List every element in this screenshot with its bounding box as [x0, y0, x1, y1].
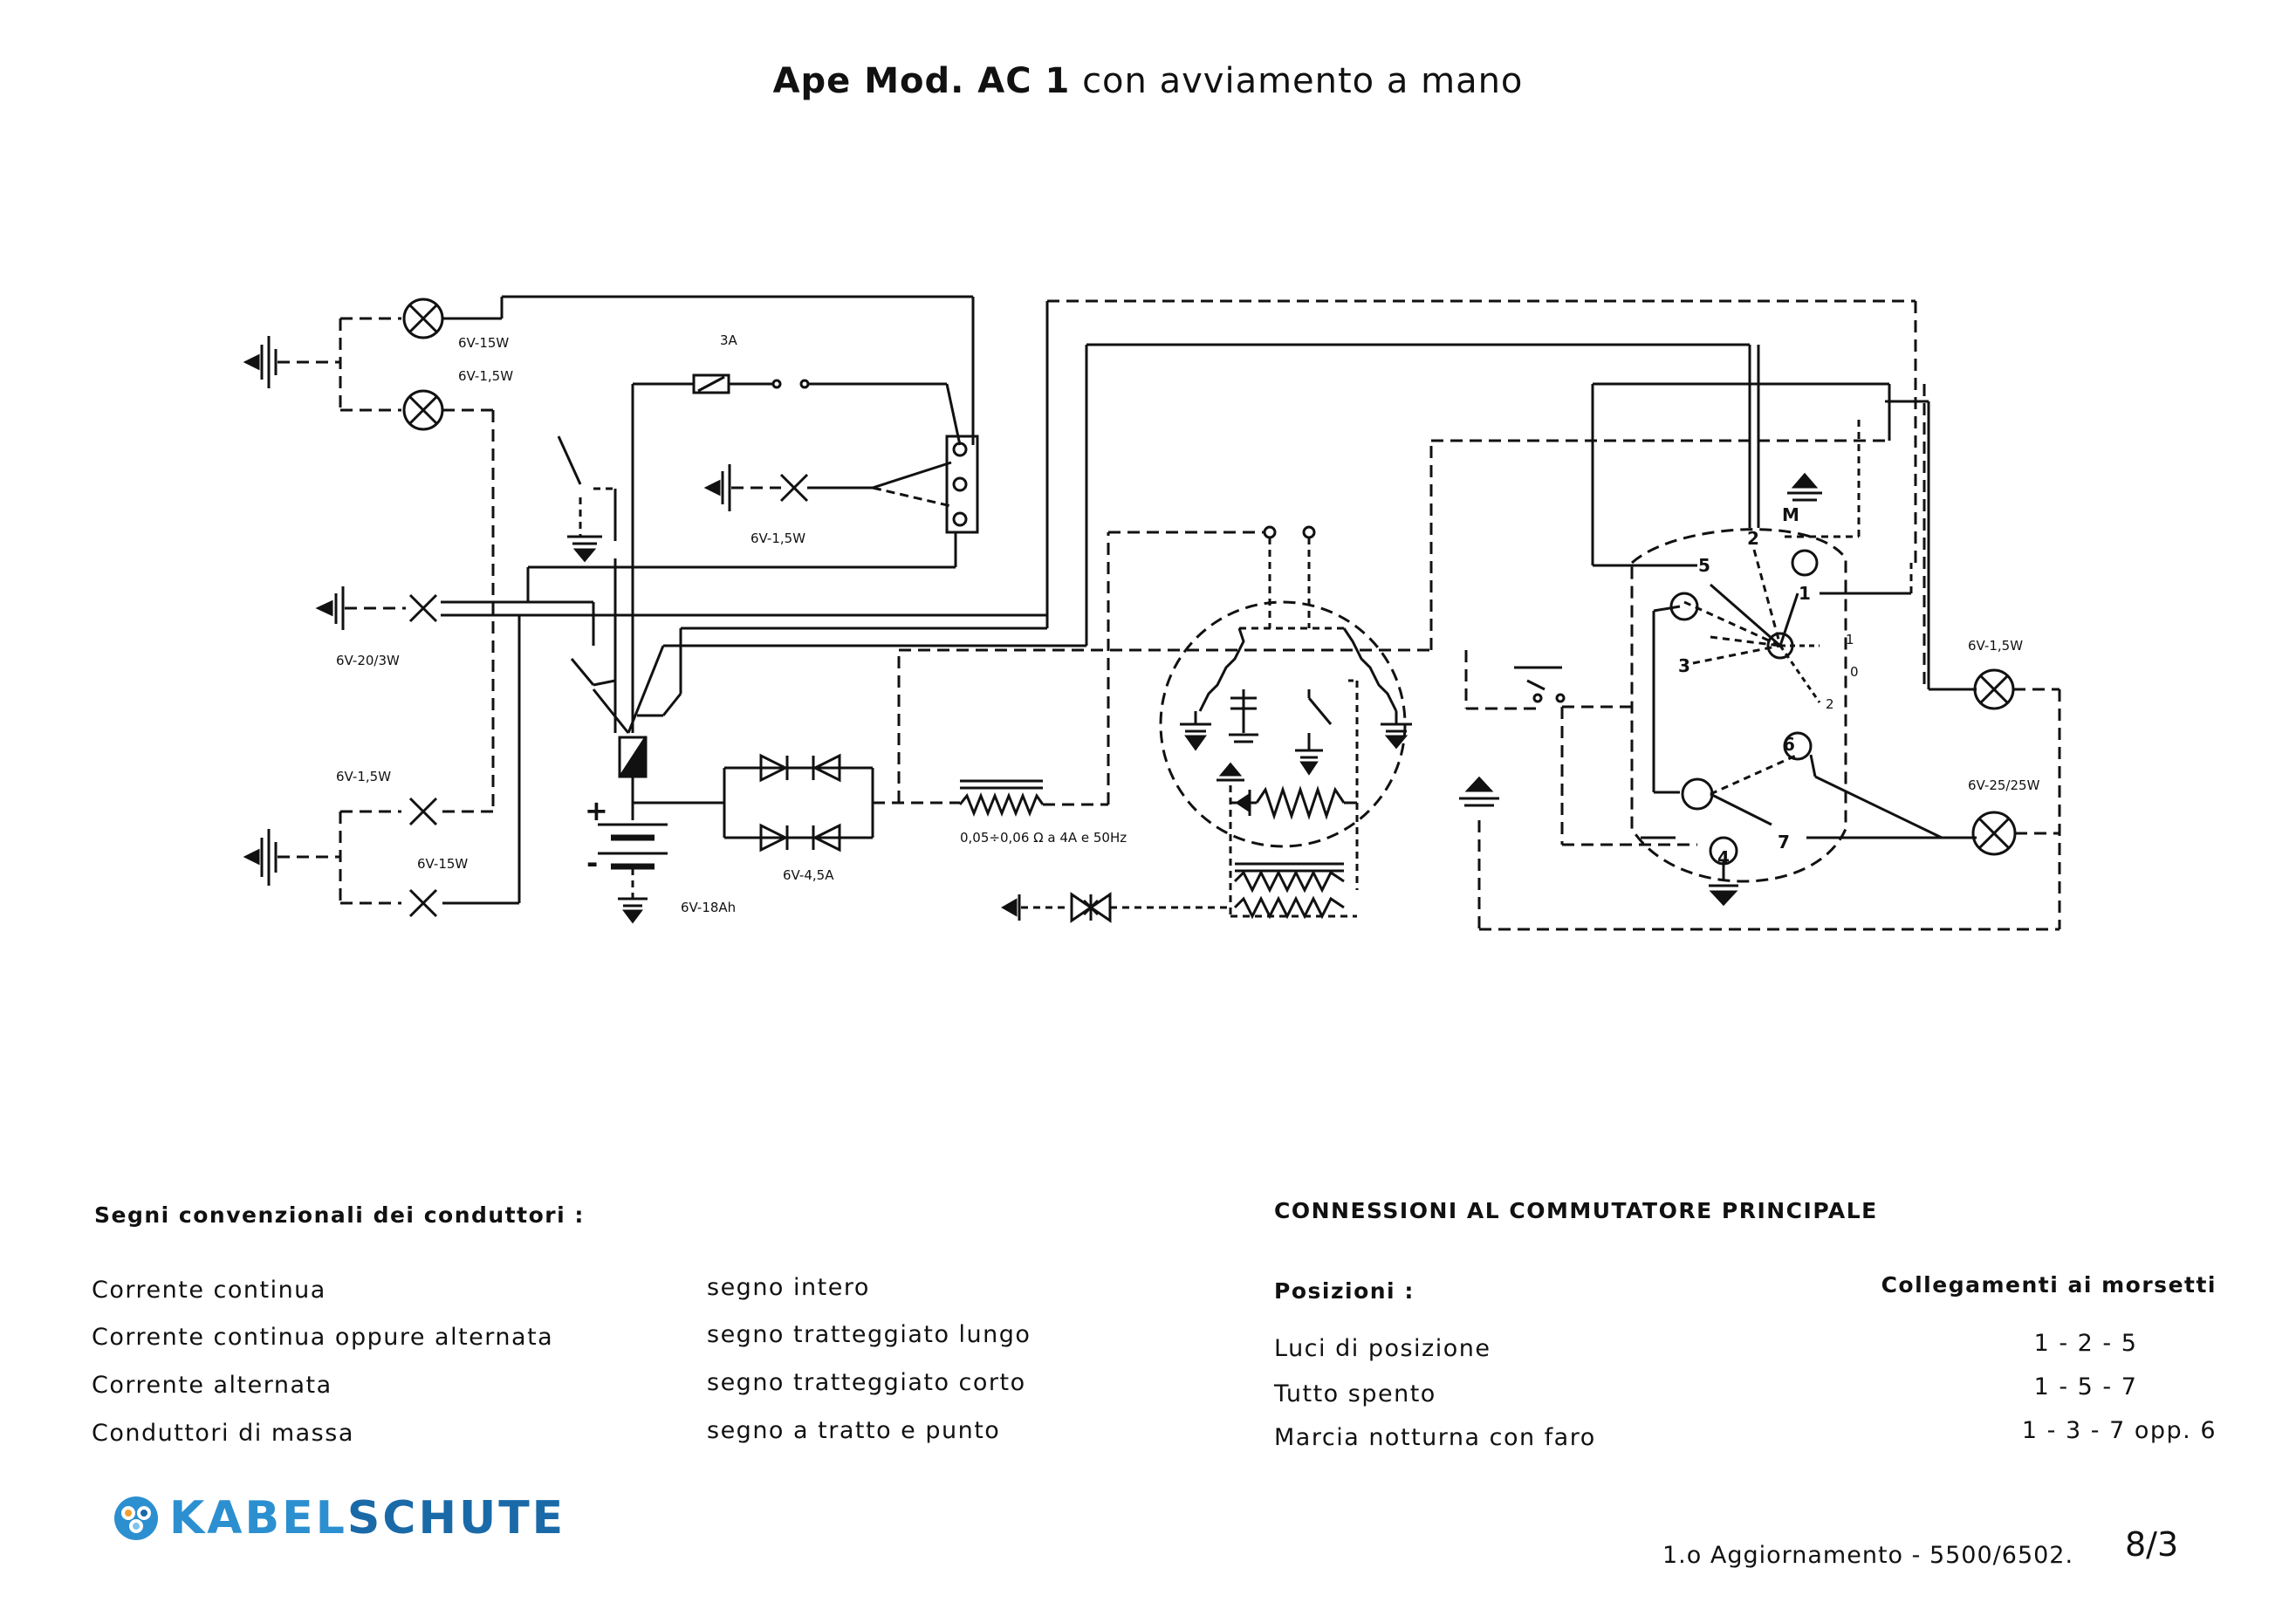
legend-row-sign-2: segno tratteggiato lungo: [707, 1321, 1031, 1348]
main-switch: [1591, 345, 1977, 883]
ignition-coil: [618, 735, 648, 778]
flywheel-magneto: [1159, 525, 1407, 920]
ground-symbol-battery: [618, 897, 648, 924]
lamp-rear-bottom: [408, 888, 438, 918]
battery: [598, 823, 668, 870]
label-lamp-front-bottom: 6V-1,5W: [458, 368, 513, 384]
connections-heading: CONNESSIONI AL COMMUTATORE PRINCIPALE: [1274, 1198, 1878, 1223]
connection-position-1: Luci di posizione: [1274, 1335, 1491, 1362]
logo-text: KABELSCHUTE: [169, 1494, 565, 1543]
stop-switch: [1514, 666, 1566, 703]
position-2: 2: [1826, 696, 1834, 712]
lamp-rear-top: [408, 797, 438, 826]
terminal-m: M: [1782, 504, 1799, 525]
lamp-right-headlamp: [1971, 811, 2017, 856]
indicator-diode-lamp: [1070, 892, 1112, 923]
terminal-3: 3: [1678, 655, 1690, 676]
ground-symbol-switch: [567, 535, 602, 563]
ground-symbol-gen-2: [1229, 733, 1258, 743]
page-title: Ape Mod. AC 1 con avviamento a mano: [0, 61, 2296, 101]
ground-symbol-switch-top: [1787, 472, 1822, 502]
label-lamp-side: 6V-20/3W: [336, 653, 400, 668]
ground-symbol-gen-6: [1235, 790, 1251, 816]
light-switch: [945, 435, 979, 534]
position-1: 1: [1846, 632, 1854, 647]
lamp-side: [408, 593, 438, 623]
logo-text-part1: KABEL: [169, 1492, 347, 1544]
ground-symbol-gen-3: [1295, 749, 1323, 776]
terminal-5: 5: [1698, 555, 1710, 576]
label-lamp-right-headlamp: 6V-25/25W: [1968, 777, 2040, 793]
lamp-speedo: [779, 473, 809, 503]
ground-symbol-rear: [243, 829, 278, 886]
label-fuse: 3A: [720, 332, 738, 348]
kabelschute-logo: KABELSCHUTE: [112, 1494, 563, 1543]
legend-row-sign-4: segno a tratto e punto: [707, 1417, 1001, 1444]
label-lamp-rear-top: 6V-1,5W: [336, 769, 391, 784]
legend-row-sign-1: segno intero: [707, 1274, 870, 1301]
ground-symbol-right: [1459, 776, 1499, 807]
ground-symbol-gen-1: [1180, 722, 1211, 751]
rectifier-bridge: [723, 753, 874, 853]
ground-symbol-switch-bottom: [1709, 884, 1738, 907]
legend-row-name-1: Corrente continua: [92, 1277, 326, 1304]
terminals-label: Collegamenti ai morsetti: [1881, 1272, 2217, 1298]
legend-heading: Segni convenzionali dei conduttori :: [94, 1202, 585, 1228]
ground-symbol-gen-4: [1381, 722, 1412, 750]
title-bold: Ape Mod. AC 1: [772, 61, 1071, 101]
lamp-right-top: [1973, 668, 2015, 710]
lamp-front-top: [402, 298, 444, 339]
legend-row-name-2: Corrente continua oppure alternata: [92, 1324, 554, 1351]
position-0: 0: [1850, 664, 1859, 680]
label-resistor: 0,05÷0,06 Ω a 4A e 50Hz: [960, 830, 1127, 846]
legend-row-name-4: Conduttori di massa: [92, 1420, 354, 1447]
legend-row-name-3: Corrente alternata: [92, 1372, 332, 1399]
ground-symbol-front: [243, 336, 278, 388]
label-lamp-front-top: 6V-15W: [458, 335, 509, 351]
connection-terminals-1: 1 - 2 - 5: [2033, 1330, 2138, 1357]
logo-text-part2: SCHUTE: [346, 1492, 566, 1544]
title-rest: con avviamento a mano: [1082, 61, 1524, 101]
terminal-4: 4: [1717, 847, 1730, 868]
connection-position-2: Tutto spento: [1274, 1380, 1436, 1407]
terminal-1: 1: [1799, 583, 1811, 604]
footer-update: 1.o Aggiornamento - 5500/6502.: [1662, 1542, 2074, 1569]
terminal-7: 7: [1778, 832, 1790, 853]
label-minus: -: [586, 846, 598, 880]
fuse: [692, 373, 730, 394]
ground-symbol-speedo: [703, 464, 731, 511]
label-lamp-speedo: 6V-1,5W: [750, 531, 805, 546]
terminal-6: 6: [1783, 734, 1795, 755]
ground-symbol-indicator: [1000, 894, 1021, 921]
terminal-2: 2: [1747, 528, 1759, 549]
ground-symbol-side: [315, 586, 345, 630]
lamp-front-bottom: [402, 389, 444, 431]
label-plus: +: [585, 794, 608, 827]
connection-position-3: Marcia notturna con faro: [1274, 1424, 1596, 1451]
label-lamp-right-top: 6V-1,5W: [1968, 638, 2023, 654]
legend-row-sign-3: segno tratteggiato corto: [707, 1369, 1026, 1396]
page-number: 8/3: [2125, 1525, 2179, 1564]
label-lamp-rear-bottom: 6V-15W: [417, 856, 468, 872]
ground-symbol-gen-5: [1217, 762, 1244, 782]
positions-label: Posizioni :: [1274, 1278, 1415, 1304]
logo-icon: [114, 1496, 158, 1540]
label-rectifier: 6V-4,5A: [783, 867, 834, 883]
connection-terminals-2: 1 - 5 - 7: [2033, 1373, 2138, 1400]
resistor: [958, 779, 1045, 818]
connection-terminals-3: 1 - 3 - 7 opp. 6: [2021, 1417, 2217, 1444]
label-battery: 6V-18Ah: [681, 900, 736, 915]
